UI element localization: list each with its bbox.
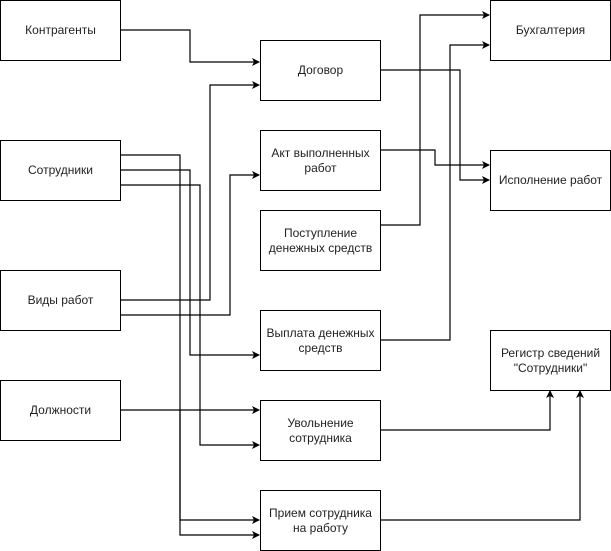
node-kontragenty[interactable]: Контрагенты bbox=[0, 0, 121, 61]
node-label: Сотрудники bbox=[28, 163, 93, 177]
node-label: Контрагенты bbox=[25, 23, 96, 37]
node-sotrudniki[interactable]: Сотрудники bbox=[0, 140, 121, 201]
edge-kontragenty-dogovor bbox=[121, 29, 260, 66]
edge-sotrudniki-priem bbox=[121, 154, 260, 524]
node-priem[interactable]: Прием сотрудника на работу bbox=[260, 490, 381, 551]
node-buhgalteriya[interactable]: Бухгалтерия bbox=[490, 0, 611, 61]
node-dolzhnosti[interactable]: Должности bbox=[0, 380, 121, 441]
node-postuplenie[interactable]: Поступление денежных средств bbox=[260, 210, 381, 271]
edge-postuplenie-buhgalteriya bbox=[381, 11, 490, 226]
node-vidy-rabot[interactable]: Виды работ bbox=[0, 270, 121, 331]
node-label: Виды работ bbox=[27, 293, 94, 307]
edge-dolzhnosti-priem bbox=[179, 410, 260, 539]
node-label: Поступление денежных средств bbox=[268, 225, 373, 255]
node-label: Акт выполненных работ bbox=[271, 145, 370, 175]
edge-priem-registr bbox=[381, 390, 584, 521]
node-uvolnenie[interactable]: Увольнение сотрудника bbox=[260, 400, 381, 461]
edge-vyplata-buhgalteriya bbox=[381, 41, 490, 341]
node-akt[interactable]: Акт выполненных работ bbox=[260, 130, 381, 191]
node-registr[interactable]: Регистр сведений "Сотрудники" bbox=[490, 330, 611, 391]
node-label: Регистр сведений "Сотрудники" bbox=[500, 345, 601, 375]
edge-uvolnenie-registr bbox=[381, 390, 554, 431]
node-label: Бухгалтерия bbox=[515, 23, 586, 37]
edge-sotrudniki-vyplata bbox=[121, 169, 260, 359]
node-label: Увольнение сотрудника bbox=[287, 415, 354, 445]
node-ispolnenie[interactable]: Исполнение работ bbox=[490, 150, 611, 211]
node-label: Прием сотрудника на работу bbox=[269, 505, 372, 535]
node-dogovor[interactable]: Договор bbox=[260, 40, 381, 101]
edge-sotrudniki-uvolnenie bbox=[121, 184, 260, 449]
node-label: Выплата денежных средств bbox=[266, 325, 375, 355]
edge-vidyrabot-dogovor bbox=[121, 81, 260, 301]
node-label: Исполнение работ bbox=[498, 173, 603, 187]
node-vyplata[interactable]: Выплата денежных средств bbox=[260, 310, 381, 371]
edge-akt-ispolnenie bbox=[381, 149, 490, 169]
edge-vidyrabot-akt bbox=[121, 171, 260, 316]
node-label: Договор bbox=[297, 63, 344, 77]
node-label: Должности bbox=[29, 403, 92, 417]
